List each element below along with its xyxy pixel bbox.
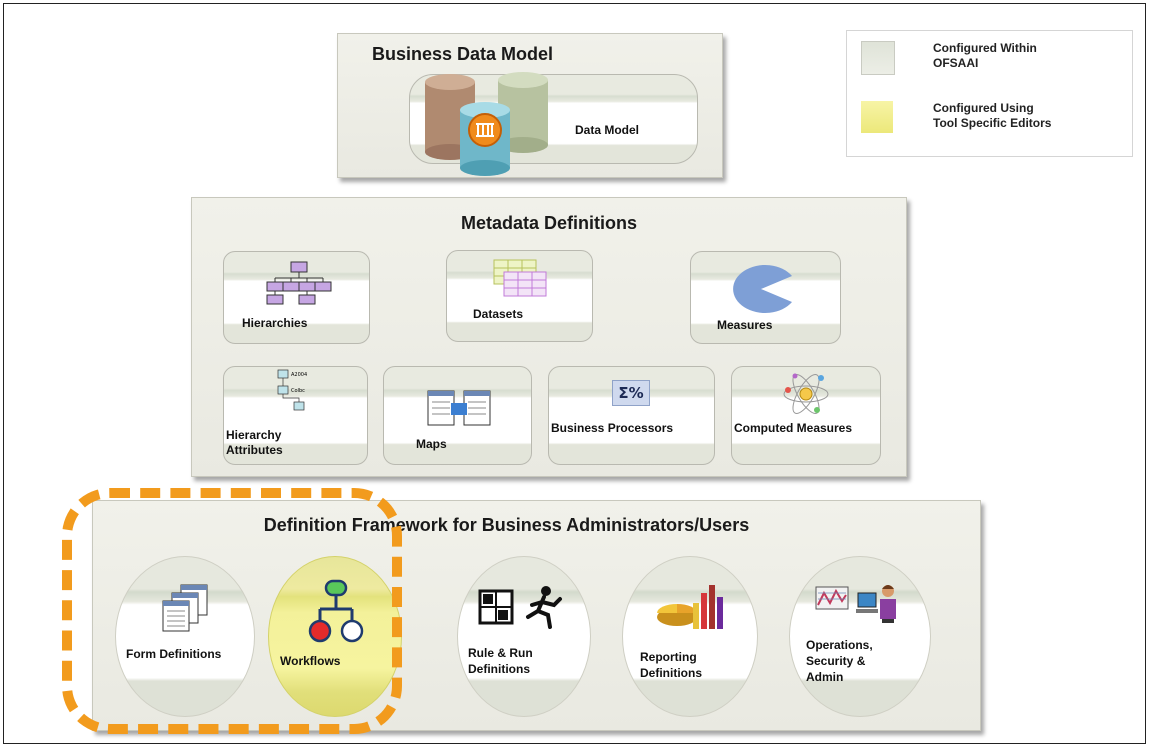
operations-admin-icon <box>815 585 896 623</box>
legend-label-tool-editors: Configured Using Tool Specific Editors <box>933 101 1052 130</box>
form-definitions-label: Form Definitions <box>126 647 222 661</box>
diagram-frame <box>3 3 1146 744</box>
reporting-definitions-oval[interactable]: Reporting Definitions <box>622 556 758 717</box>
hierarchy-tree-icon <box>266 261 332 305</box>
legend-swatch-ofsaai <box>861 41 895 75</box>
pie-measure-icon <box>733 265 792 313</box>
computed-measures-label: Computed Measures <box>734 421 853 435</box>
hierarchies-tile[interactable]: Hierarchies <box>223 251 370 344</box>
datasets-label: Datasets <box>473 307 524 321</box>
definition-framework-panel: Definition Framework for Business Admini… <box>92 500 981 731</box>
svg-text:A2004: A2004 <box>291 372 307 378</box>
database-cylinders-icon <box>425 72 548 176</box>
workflows-label: Workflows <box>280 654 341 668</box>
business-data-model-title: Business Data Model <box>372 44 554 64</box>
hierarchy-attributes-tile[interactable]: Hierarchy Attributes <box>223 366 368 465</box>
business-processors-label: Business Processors <box>551 421 674 435</box>
measures-label: Measures <box>717 318 773 332</box>
metadata-definitions-panel: Metadata Definitions Hierarchies Dataset… <box>191 197 907 477</box>
legend-label-ofsaai: Configured Within OFSAAI <box>933 41 1037 70</box>
sigma-percent-icon: Σ% <box>612 380 650 406</box>
workflow-icon <box>308 579 364 643</box>
operations-security-admin-label: Operations, Security & Admin <box>806 638 873 684</box>
operations-security-admin-oval[interactable]: Operations, Security & Admin <box>789 556 931 717</box>
maps-tile[interactable]: Maps <box>383 366 532 465</box>
datasets-grid-icon <box>493 259 547 297</box>
reporting-chart-icon <box>657 585 723 629</box>
hierarchy-attributes-label: Hierarchy Attributes <box>226 428 283 457</box>
svg-text:Colbc: Colbc <box>291 388 305 394</box>
hierarchy-attributes-icon: A2004 Colbc <box>277 369 307 411</box>
business-data-model-panel: Business Data Model Data Model <box>337 33 723 178</box>
computed-measures-tile[interactable]: Computed Measures <box>731 366 881 465</box>
atom-icon <box>783 373 829 414</box>
hierarchies-label: Hierarchies <box>242 316 308 330</box>
highlight-dashed-outline <box>62 488 402 734</box>
rule-run-definitions-oval[interactable]: Rule & Run Definitions <box>457 556 591 717</box>
metadata-definitions-title: Metadata Definitions <box>460 213 638 233</box>
rule-run-definitions-label: Rule & Run Definitions <box>468 646 533 676</box>
rule-run-icon <box>478 586 562 629</box>
legend: Configured Within OFSAAI Configured Usin… <box>846 30 1133 157</box>
form-definitions-oval[interactable]: Form Definitions <box>115 556 255 717</box>
legend-swatch-tool-editors <box>861 101 893 133</box>
form-definitions-icon <box>162 584 208 632</box>
data-model-label: Data Model <box>575 123 640 137</box>
maps-icon <box>427 390 491 426</box>
reporting-definitions-label: Reporting Definitions <box>640 650 702 680</box>
maps-label: Maps <box>416 437 447 451</box>
